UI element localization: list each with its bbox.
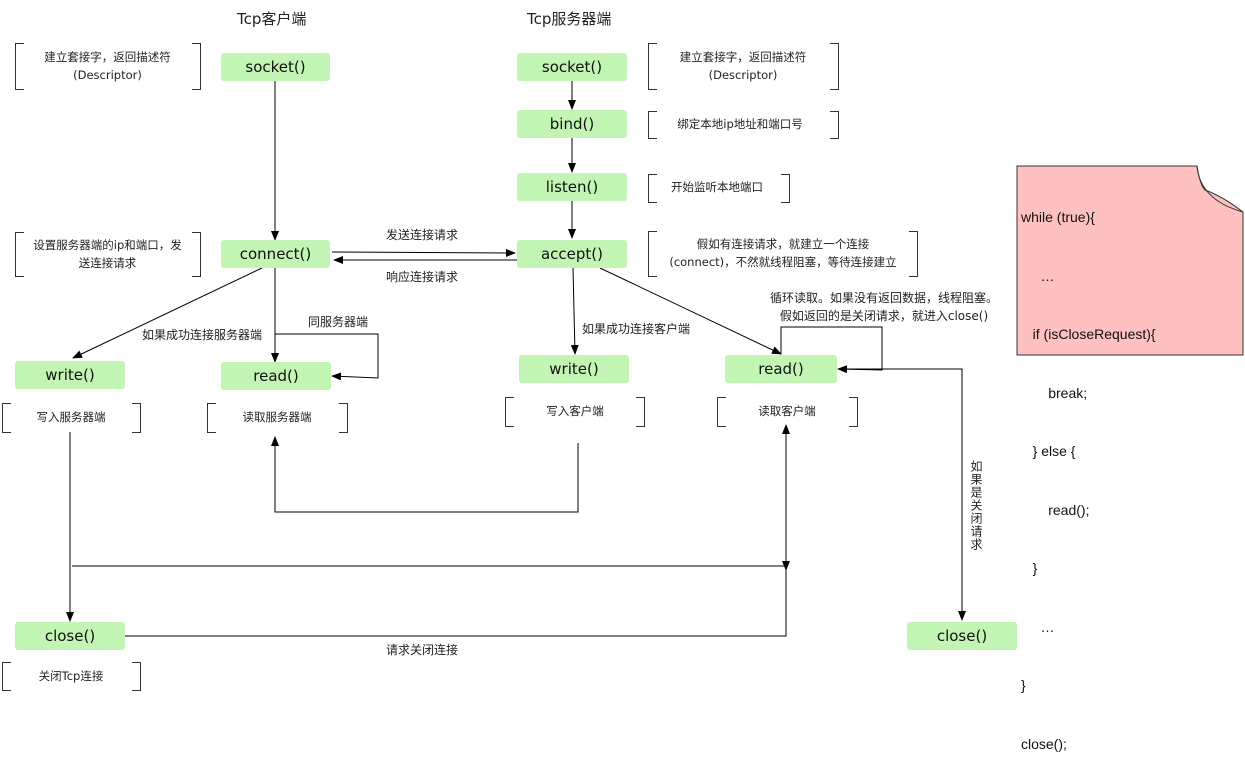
edge-client-close-to-server-read xyxy=(125,424,790,637)
anno-bracket-left xyxy=(15,43,24,90)
code-line: close(); xyxy=(1021,735,1067,752)
client-close-node: close() xyxy=(15,622,125,650)
label-client-connected: 如果成功连接服务器端 xyxy=(142,328,263,342)
anno-bracket-left xyxy=(15,232,24,277)
edge-send-request xyxy=(331,248,516,257)
server-accept-node: accept() xyxy=(517,240,627,268)
anno-bracket-right xyxy=(830,43,839,90)
anno-bracket-left xyxy=(648,111,657,139)
code-line: } xyxy=(1021,560,1038,576)
anno-bracket-right xyxy=(830,111,839,139)
label-server-connected: 如果成功连接客户端 xyxy=(582,322,691,336)
client-column-title: Tcp客户端 xyxy=(237,10,307,28)
anno-bracket-left xyxy=(505,397,514,427)
label-respond-request: 响应连接请求 xyxy=(386,270,459,284)
label-send-request: 发送连接请求 xyxy=(386,228,459,242)
anno-bracket-left xyxy=(648,231,657,277)
anno-client-socket: 建立套接字，返回描述符(Descriptor) xyxy=(44,50,171,82)
edge-client-write-to-server-read xyxy=(72,561,790,571)
server-listen-node: listen() xyxy=(517,173,627,201)
anno-bracket-left xyxy=(717,397,726,427)
anno-bracket-right xyxy=(192,232,201,277)
code-line: read(); xyxy=(1021,501,1090,518)
anno-client-read: 读取服务器端 xyxy=(242,410,312,424)
flow-connectors xyxy=(66,81,1244,637)
anno-server-listen: 开始监听本地端口 xyxy=(671,180,763,194)
anno-client-write: 写入服务器端 xyxy=(36,410,106,424)
anno-bracket-left xyxy=(648,43,657,90)
anno-bracket-right xyxy=(339,403,348,433)
anno-client-close: 关闭Tcp连接 xyxy=(38,669,104,683)
edge-connect-write xyxy=(72,267,263,359)
code-line: … xyxy=(1021,618,1055,635)
anno-server-socket: 建立套接字，返回描述符(Descriptor) xyxy=(679,50,807,82)
code-line: … xyxy=(1021,267,1055,284)
client-read-node: read() xyxy=(221,362,331,390)
anno-server-read: 读取客户端 xyxy=(758,404,816,418)
anno-server-write: 写入客户端 xyxy=(546,404,604,418)
edge-server-write-to-client-read xyxy=(271,436,579,513)
edge-server-read-loop xyxy=(780,326,883,374)
server-bind-node: bind() xyxy=(517,110,627,138)
anno-server-accept: 假如有连接请求，就建立一个连接(connect)，不然就线程阻塞，等待连接建立 xyxy=(669,237,897,269)
code-note: while (true){ … if (isCloseRequest){ bre… xyxy=(1021,169,1156,774)
server-close-node: close() xyxy=(907,622,1017,650)
client-connect-node: connect() xyxy=(221,240,330,268)
edge-accept-write xyxy=(570,267,579,355)
code-line: if (isCloseRequest){ xyxy=(1021,326,1156,342)
anno-bracket-right xyxy=(909,231,918,277)
server-column-title: Tcp服务器端 xyxy=(527,10,612,28)
server-write-node: write() xyxy=(519,355,629,383)
anno-bracket-right xyxy=(132,403,141,433)
anno-bracket-left xyxy=(648,174,657,203)
client-write-node: write() xyxy=(15,361,125,389)
code-note-fold xyxy=(1196,165,1244,213)
code-line: break; xyxy=(1021,384,1088,401)
anno-bracket-right xyxy=(849,397,858,427)
anno-bracket-left xyxy=(2,403,11,433)
server-socket-node: socket() xyxy=(517,53,627,81)
anno-bracket-right xyxy=(636,397,645,427)
anno-bracket-right xyxy=(192,43,201,90)
label-client-read-loop: 同服务器端 xyxy=(308,315,369,329)
label-close-request: 请求关闭连接 xyxy=(386,643,459,657)
edge-server-read-close xyxy=(838,368,966,621)
code-line: while (true){ xyxy=(1021,209,1095,225)
server-read-node: read() xyxy=(725,355,837,383)
anno-bracket-left xyxy=(207,403,216,433)
anno-server-bind: 绑定本地ip地址和端口号 xyxy=(677,117,803,131)
anno-bracket-right xyxy=(781,174,790,203)
edge-client-read-loop xyxy=(274,333,379,381)
client-socket-node: socket() xyxy=(221,53,330,81)
label-server-read-loop: 循环读取。如果没有返回数据，线程阻塞。假如返回的是关闭请求，就进入close() xyxy=(770,291,999,323)
code-line: } else { xyxy=(1021,443,1076,459)
code-line: } xyxy=(1021,677,1026,693)
label-if-close: 如果是关闭请求 xyxy=(969,460,983,551)
anno-client-connect: 设置服务器端的ip和端口，发送连接请求 xyxy=(33,238,182,270)
edge-accept-read xyxy=(599,267,782,355)
